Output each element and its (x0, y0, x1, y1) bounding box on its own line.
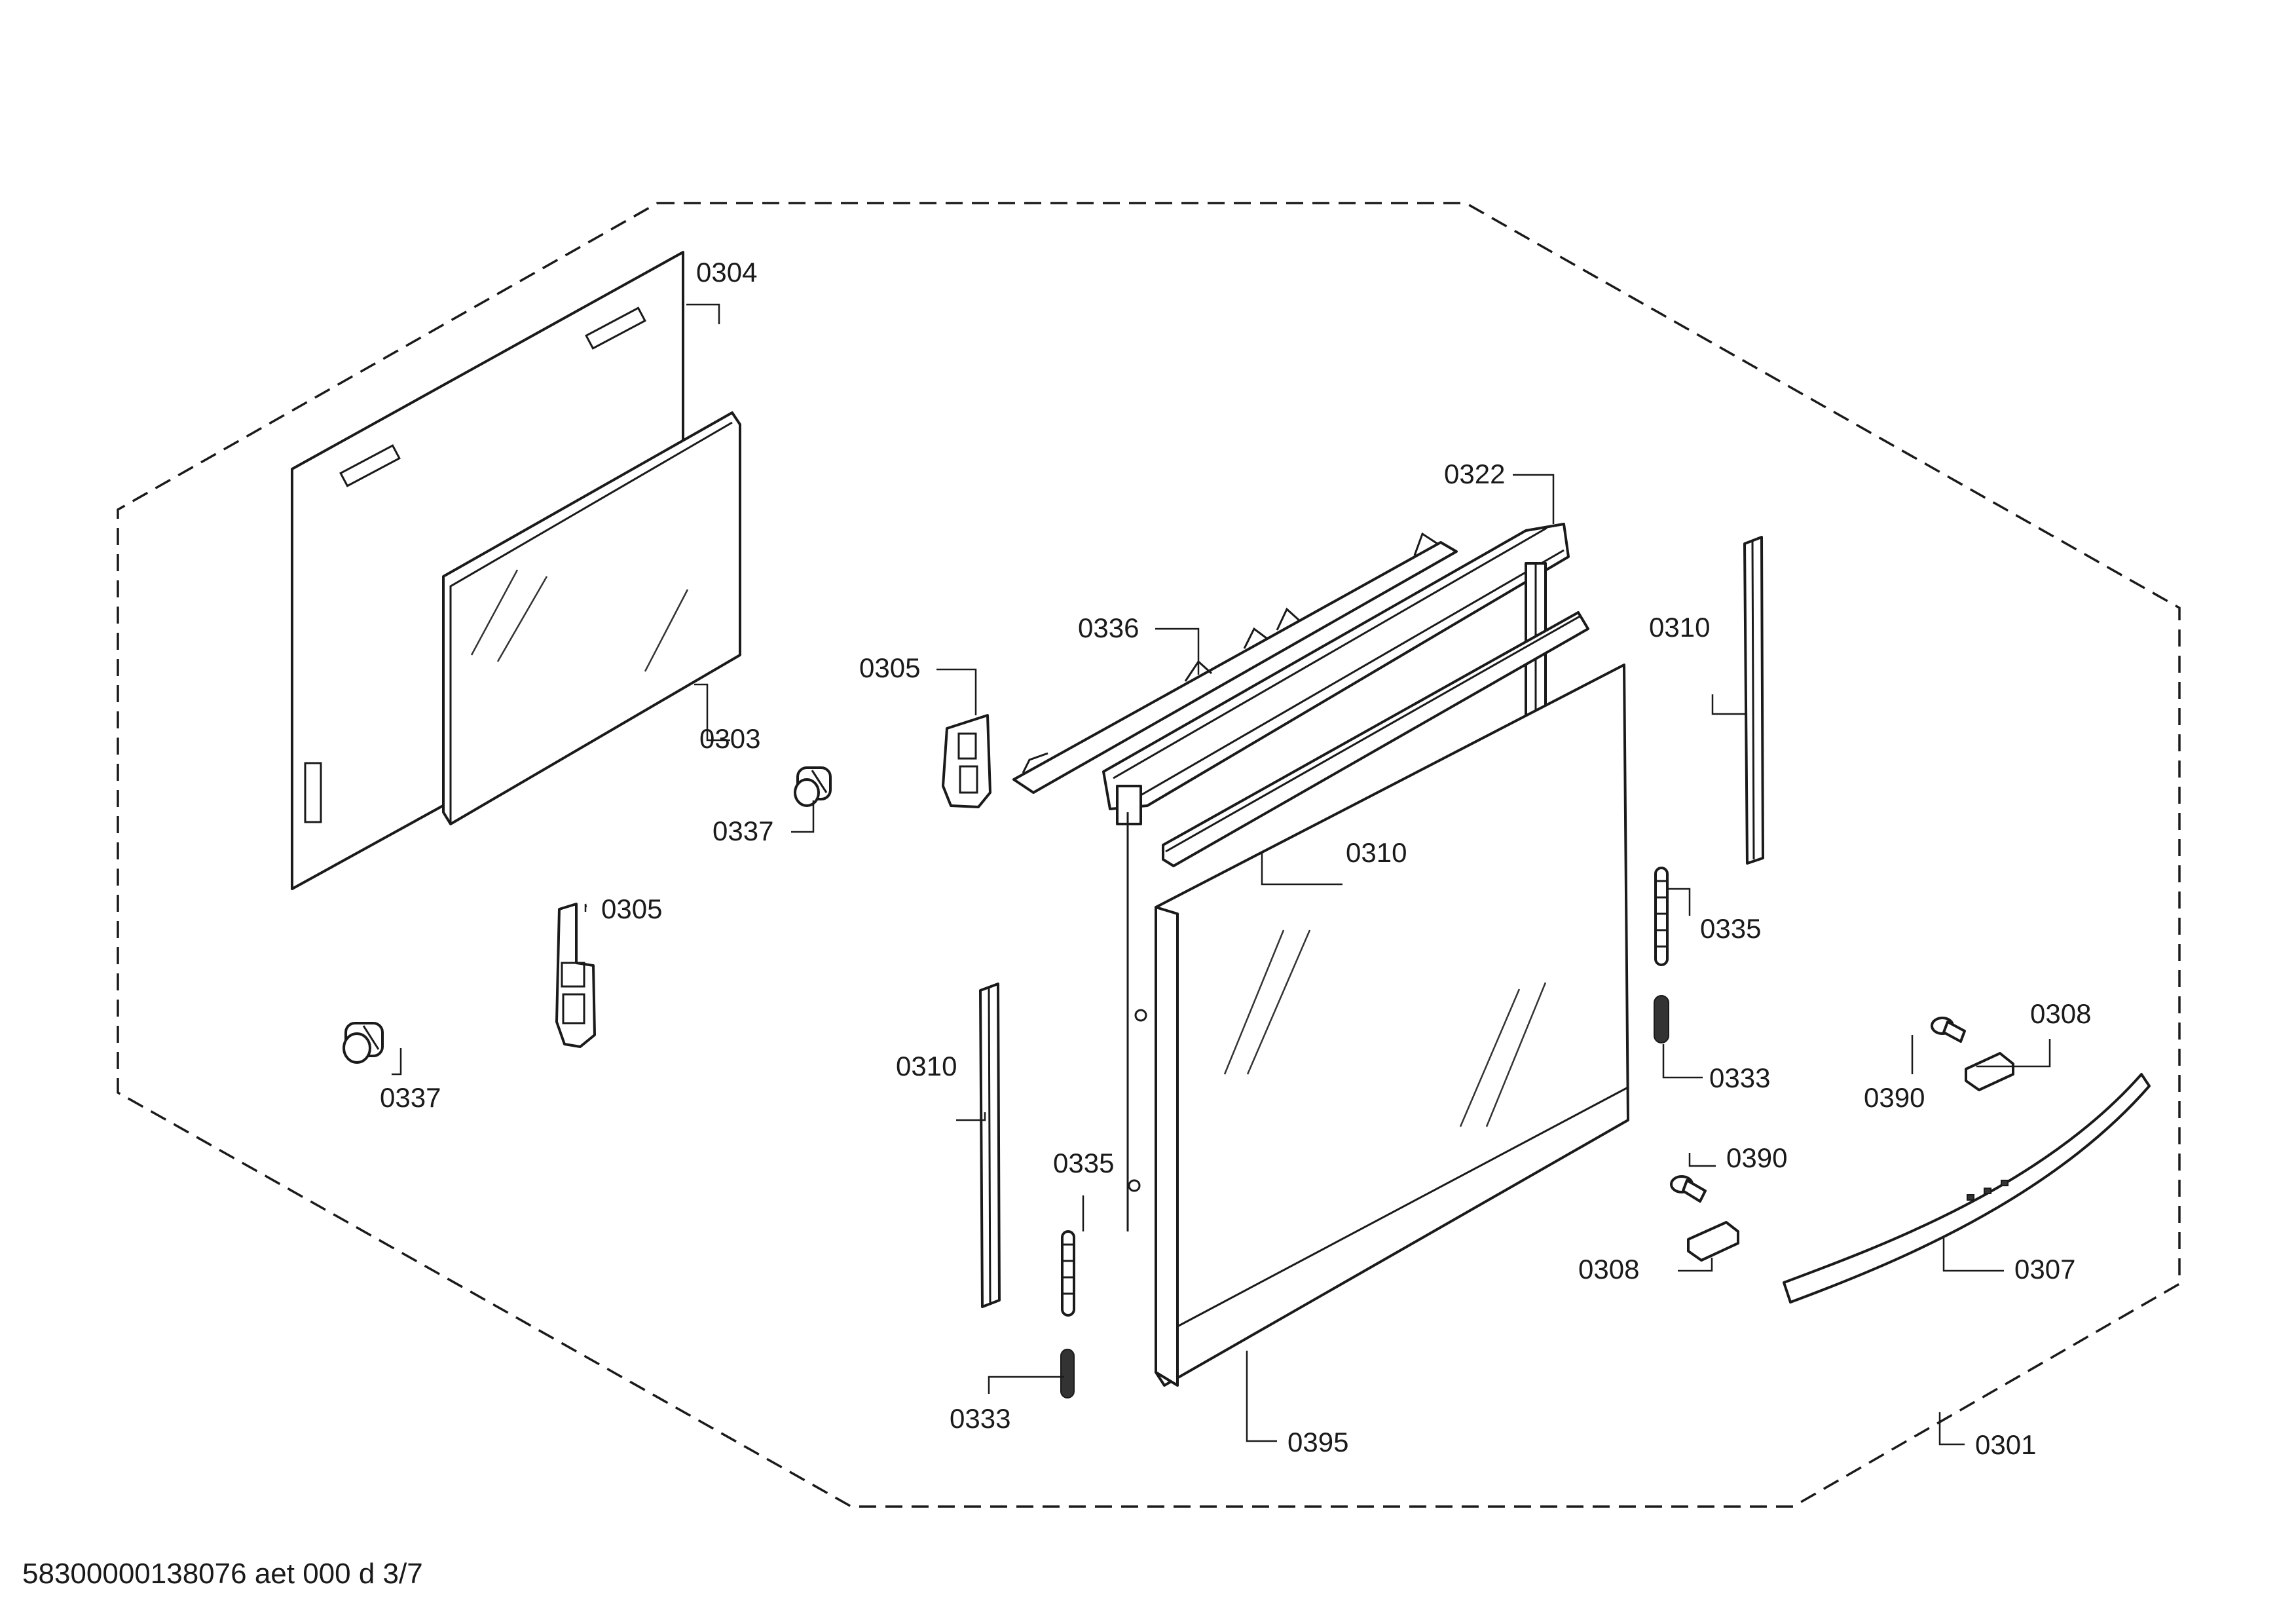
spring-0335-lower (1061, 1230, 1075, 1317)
damper-0333-upper (1654, 995, 1669, 1043)
damper-0333-lower (1060, 1349, 1075, 1398)
screw-0390-center (1670, 1175, 1707, 1203)
long-bracket-0336 (1012, 532, 1458, 794)
label-0336: 0336 (1078, 612, 1139, 643)
assembly-boundary (117, 202, 2181, 1508)
trim-strip-0310-top (1162, 611, 1589, 867)
block-0308-center (1687, 1221, 1739, 1262)
label-0390-center: 0390 (1726, 1142, 1787, 1173)
label-0322: 0322 (1444, 459, 1505, 489)
label-0333-lower: 0333 (950, 1403, 1010, 1434)
outer-door-glass-0395 (1126, 664, 1629, 1387)
label-0307: 0307 (2014, 1254, 2075, 1285)
label-0310-left: 0310 (896, 1051, 957, 1081)
label-0303: 0303 (699, 723, 760, 754)
hinge-clip-0305-top (942, 714, 991, 808)
middle-glass-0303 (442, 411, 741, 825)
door-handle-0307 (1783, 1073, 2151, 1304)
label-0308-right: 0308 (2030, 998, 2091, 1029)
label-0308-center: 0308 (1578, 1254, 1639, 1285)
label-0333-upper: 0333 (1709, 1062, 1770, 1093)
label-0395: 0395 (1287, 1427, 1348, 1457)
leader-lines (392, 303, 2051, 1446)
label-0335-upper: 0335 (1700, 913, 1761, 944)
label-0390-right: 0390 (1864, 1082, 1925, 1113)
block-0308-right (1965, 1052, 2014, 1091)
trim-strip-0310-right (1743, 536, 1764, 865)
hinge-clip-0305-bottom (555, 903, 596, 1048)
spring-0335-upper (1654, 867, 1669, 966)
label-0305-bottom: 0305 (601, 893, 662, 924)
label-0310-right: 0310 (1649, 612, 1710, 643)
label-0301: 0301 (1975, 1429, 2036, 1460)
label-0337-top: 0337 (713, 816, 773, 846)
screw-0390-right (1931, 1017, 1966, 1043)
roller-0337-top (794, 766, 832, 807)
label-0305-top: 0305 (859, 652, 920, 683)
label-0335-lower: 0335 (1053, 1148, 1114, 1178)
document-id-footer: 58300000138076 aet 000 d 3/7 (22, 1558, 423, 1590)
label-0304: 0304 (696, 257, 757, 288)
label-0310-top: 0310 (1346, 837, 1407, 868)
trim-strip-0310-left (979, 983, 1001, 1308)
label-0337-bottom: 0337 (380, 1082, 441, 1113)
roller-0337-bottom (343, 1022, 384, 1064)
